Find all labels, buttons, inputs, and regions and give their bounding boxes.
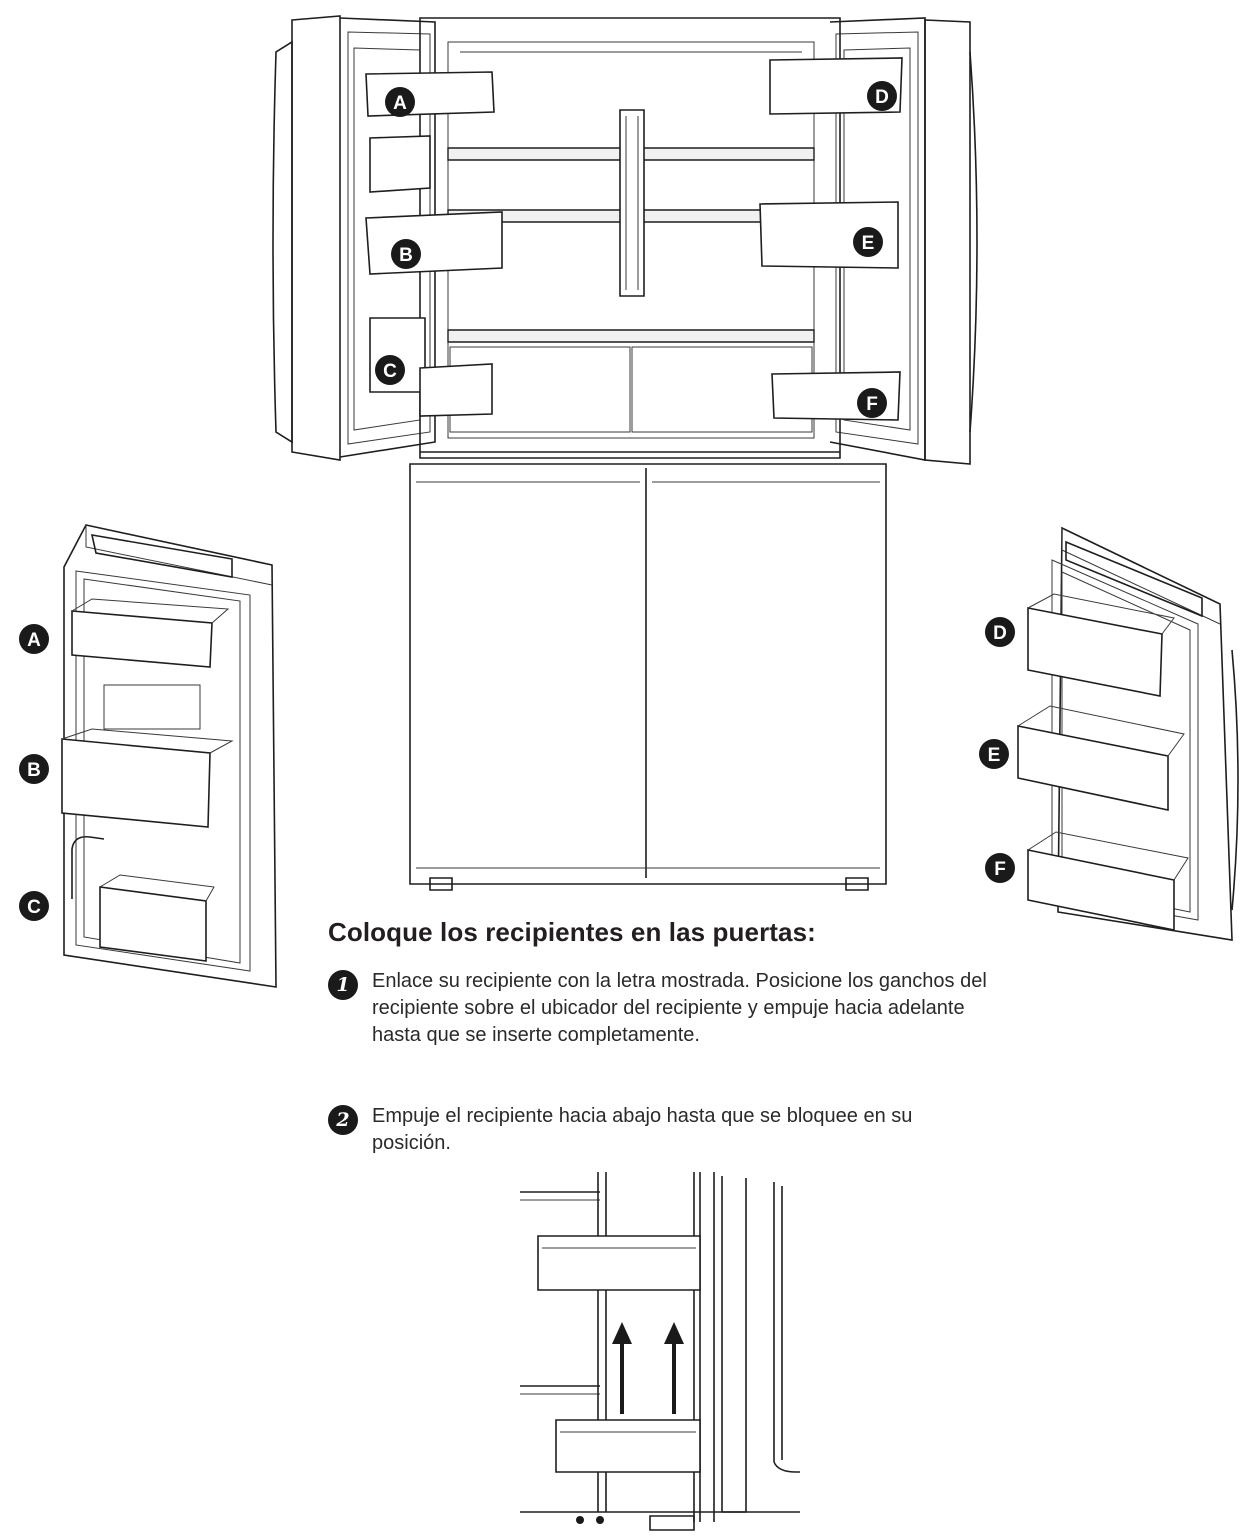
svg-text:C: C	[27, 897, 41, 918]
fridge-badge-e: E	[853, 227, 883, 257]
svg-text:D: D	[875, 87, 889, 108]
step-1-text: Enlace su recipiente con la letra mostra…	[372, 970, 987, 1046]
hinge-bottom	[520, 1512, 800, 1530]
right-door-badge-f: F	[985, 853, 1015, 883]
step-1-number-icon: 1	[328, 970, 358, 1000]
fridge-badge-a: A	[385, 87, 415, 117]
bin-lower	[556, 1420, 700, 1472]
left-door-badge-c: C	[19, 891, 49, 921]
step-2: 2 Empuje el recipiente hacia abajo hasta…	[328, 1103, 988, 1157]
left-door-badge-a: A	[19, 624, 49, 654]
svg-text:E: E	[988, 745, 1001, 766]
right-door-illustration: D E F	[979, 520, 1248, 950]
right-door-bins	[1018, 594, 1188, 930]
bin-upper	[538, 1236, 700, 1290]
svg-text:E: E	[862, 233, 875, 254]
fridge-badge-c: C	[375, 355, 405, 385]
svg-text:D: D	[993, 623, 1007, 644]
right-door-badge-e: E	[979, 739, 1009, 769]
bin-insertion-illustration	[510, 1172, 810, 1537]
step-1: 1 Enlace su recipiente con la letra most…	[328, 968, 988, 1049]
left-door-badge-b: B	[19, 754, 49, 784]
svg-text:F: F	[994, 859, 1006, 880]
svg-text:C: C	[383, 361, 397, 382]
fridge-right-door	[830, 18, 977, 464]
svg-text:A: A	[27, 630, 41, 651]
svg-text:F: F	[866, 394, 878, 415]
svg-text:A: A	[393, 93, 407, 114]
refrigerator-illustration: A B C D E F	[270, 12, 1000, 897]
freezer-drawers	[410, 464, 886, 890]
svg-text:B: B	[27, 760, 41, 781]
fridge-badge-f: F	[857, 388, 887, 418]
fridge-badge-d: D	[867, 81, 897, 111]
fridge-left-door	[273, 16, 435, 460]
step-2-text: Empuje el recipiente hacia abajo hasta q…	[372, 1105, 913, 1154]
push-up-arrow-icon	[612, 1322, 684, 1414]
right-door-badge-d: D	[985, 617, 1015, 647]
left-door-bins	[62, 599, 232, 961]
left-door-illustration: A B C	[19, 515, 290, 995]
instructions-heading: Coloque los recipientes en las puertas:	[328, 917, 816, 947]
svg-text:B: B	[399, 245, 413, 266]
step-2-number-icon: 2	[328, 1105, 358, 1135]
fridge-badge-b: B	[391, 239, 421, 269]
